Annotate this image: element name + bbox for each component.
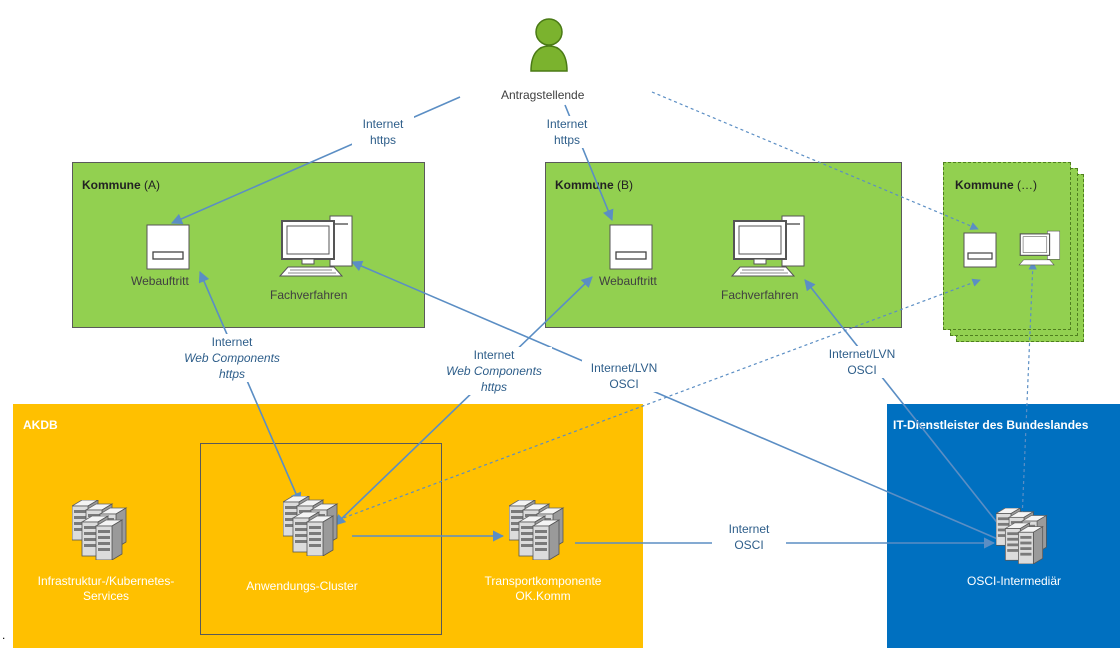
kommune-b-fach-label: Fachverfahren <box>721 288 799 302</box>
kommune-c-title: Kommune (…) <box>955 178 1038 192</box>
user-icon <box>530 18 568 72</box>
akdb-title: AKDB <box>23 418 58 432</box>
kommune-a-fach-label: Fachverfahren <box>270 288 348 302</box>
web-page-icon <box>963 232 997 268</box>
server-cluster-icon <box>509 500 569 560</box>
computer-icon <box>1018 230 1061 266</box>
edge-osci-to-fach-b <box>804 279 1004 531</box>
user-label: Antragstellende <box>501 88 585 102</box>
edge-osci-to-kommune-c <box>1021 261 1037 521</box>
osci-intermediaer-label: OSCI-Intermediär <box>966 574 1062 588</box>
edge-user-to-kommune-c <box>651 91 979 230</box>
edge-web-a-to-cluster <box>198 270 302 505</box>
edge-cluster-to-kommune-c <box>337 278 981 521</box>
infra-label: Infrastruktur-/Kubernetes- Services <box>37 574 175 603</box>
edge-osci-to-fach-a <box>350 260 1001 541</box>
web-page-icon <box>609 224 653 270</box>
anwendungs-cluster-frame <box>200 443 442 635</box>
transport-label: Transportkomponente OK.Komm <box>484 574 602 603</box>
server-cluster-icon <box>72 500 132 560</box>
cluster-label: Anwendungs-Cluster <box>246 579 358 593</box>
it-dienstleister-title: IT-Dienstleister des Bundeslandes <box>893 418 1089 432</box>
kommune-a-title: Kommune (A) <box>82 178 161 192</box>
kommune-b-web-label: Webauftritt <box>599 274 657 288</box>
web-page-icon <box>146 224 190 270</box>
footnote-dot: . <box>2 628 6 642</box>
computer-icon <box>730 215 805 277</box>
computer-icon <box>278 215 353 277</box>
server-cluster-icon <box>996 508 1052 564</box>
server-cluster-icon <box>283 496 343 556</box>
edge-user-to-web-a <box>170 96 461 225</box>
kommune-b-box <box>545 162 902 328</box>
kommune-a-web-label: Webauftritt <box>131 274 189 288</box>
edge-cluster-to-web-b <box>334 276 593 526</box>
